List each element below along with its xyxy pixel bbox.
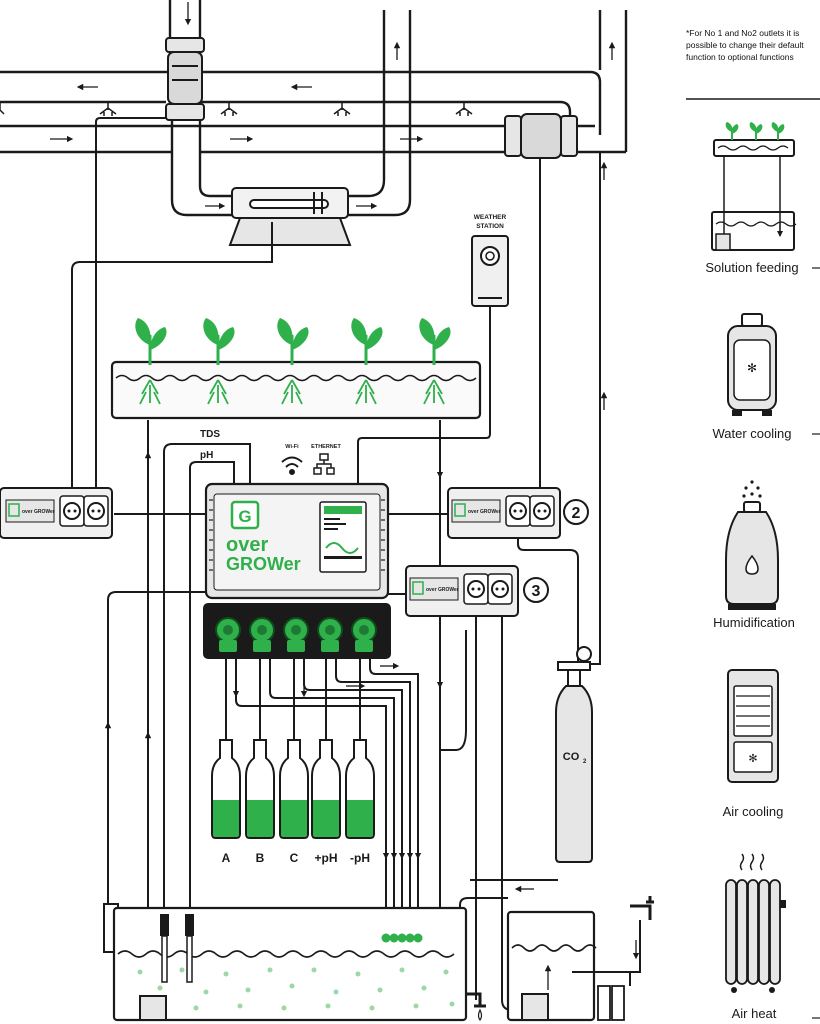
nutrient-tank <box>103 903 486 1022</box>
bottle-label-b: B <box>256 851 265 865</box>
inline-fan-right <box>504 113 578 159</box>
weather-station: WEATHER STATION <box>471 214 509 307</box>
outlet-2-number: 2 <box>572 505 581 522</box>
brand-line-1: over <box>226 534 268 556</box>
weather-station-label-1: WEATHER <box>474 214 507 221</box>
ph-label: pH <box>200 450 213 461</box>
pump-ph-minus <box>351 617 377 652</box>
overgrower-controller: G over GROWer TDS pH Wi-Fi <box>200 429 391 659</box>
plant-1 <box>135 318 167 405</box>
nutrient-bottles: A B C +pH -pH <box>211 739 375 865</box>
plants <box>135 318 451 405</box>
co2-cylinder: CO 2 <box>555 646 593 863</box>
svg-text:✻: ✻ <box>748 752 757 765</box>
footnote-line-3: function to optional functions <box>686 52 794 62</box>
outlet-2: over GROWer 2 <box>447 487 589 539</box>
outlet-2-badge <box>563 499 589 525</box>
outlet-3-brand: over GROWer <box>426 587 459 593</box>
function-label-air-heat: Air heat <box>732 1006 777 1021</box>
humidifier-icon <box>725 480 779 610</box>
wifi-icon <box>281 456 303 475</box>
outlet-3: over GROWer 3 <box>405 565 549 617</box>
co2-subscript: 2 <box>583 759 587 765</box>
co2-label: CO <box>563 751 580 763</box>
flow-arrows <box>104 161 608 893</box>
bottle-a <box>211 739 241 839</box>
water-reservoir <box>506 896 654 1022</box>
plant-growing-tray <box>110 318 482 420</box>
plant-3 <box>277 318 309 405</box>
radiator-icon <box>725 853 786 993</box>
ethernet-label: ETHERNET <box>311 444 341 450</box>
airflow-arrows <box>50 2 616 210</box>
bottle-ph-plus <box>311 739 341 839</box>
wifi-label: Wi-Fi <box>285 444 299 450</box>
plant-2 <box>203 318 235 405</box>
bottle-b <box>245 739 275 839</box>
panel-connectors <box>812 267 820 1019</box>
inline-fan-top <box>165 37 205 121</box>
brand-line-2: GROWer <box>226 554 301 574</box>
bottle-label-ph-minus: -pH <box>350 851 370 865</box>
dosing-nozzles <box>381 933 423 943</box>
bottle-label-ph-plus: +pH <box>314 851 337 865</box>
tds-label: TDS <box>200 429 220 440</box>
logo-letter: G <box>238 507 251 526</box>
outlet-left: over GROWer <box>0 487 113 539</box>
footnote-line-2: possible to change their default <box>686 40 804 50</box>
faucet-icon <box>630 896 654 920</box>
bottle-label-c: C <box>290 851 299 865</box>
plant-4 <box>351 318 383 405</box>
function-label-solution-feeding: Solution feeding <box>705 260 798 275</box>
plant-5 <box>419 318 451 405</box>
svg-text:✻: ✻ <box>747 361 757 375</box>
uv-sterilizer <box>228 187 352 246</box>
air-cooler-icon: ✻ <box>727 669 779 783</box>
tank-bubbles <box>137 967 455 1011</box>
pump-a <box>215 617 241 652</box>
bottle-c <box>279 739 309 839</box>
function-label-water-cooling: Water cooling <box>713 426 792 441</box>
outlet-left-brand: over GROWer <box>22 509 55 515</box>
pump-ph-plus <box>317 617 343 652</box>
outlet-3-number: 3 <box>532 583 541 600</box>
dosing-pumps <box>215 617 377 652</box>
air-diffusers <box>0 102 473 116</box>
solution-feeding-icon <box>711 122 797 251</box>
bottle-ph-minus <box>345 739 375 839</box>
water-cooling-icon: ✻ <box>727 313 777 416</box>
outlet-footnote: *For No 1 and No2 outlets it is possible… <box>686 27 820 63</box>
footnote-line-1: *For No 1 and No2 outlets it is <box>686 28 800 38</box>
pump-c <box>283 617 309 652</box>
pump-b <box>249 617 275 652</box>
weather-station-label-2: STATION <box>476 223 504 230</box>
ethernet-icon <box>313 453 335 475</box>
bottle-label-a: A <box>222 851 231 865</box>
overgrower-logo-icon <box>230 500 260 530</box>
function-label-humidification: Humidification <box>713 615 795 630</box>
function-label-air-cooling: Air cooling <box>723 804 784 819</box>
outlet-3-badge <box>523 577 549 603</box>
outlet-2-brand: over GROWer <box>468 509 501 515</box>
air-duct-system <box>0 0 628 217</box>
wiring-and-piping <box>71 117 601 1011</box>
